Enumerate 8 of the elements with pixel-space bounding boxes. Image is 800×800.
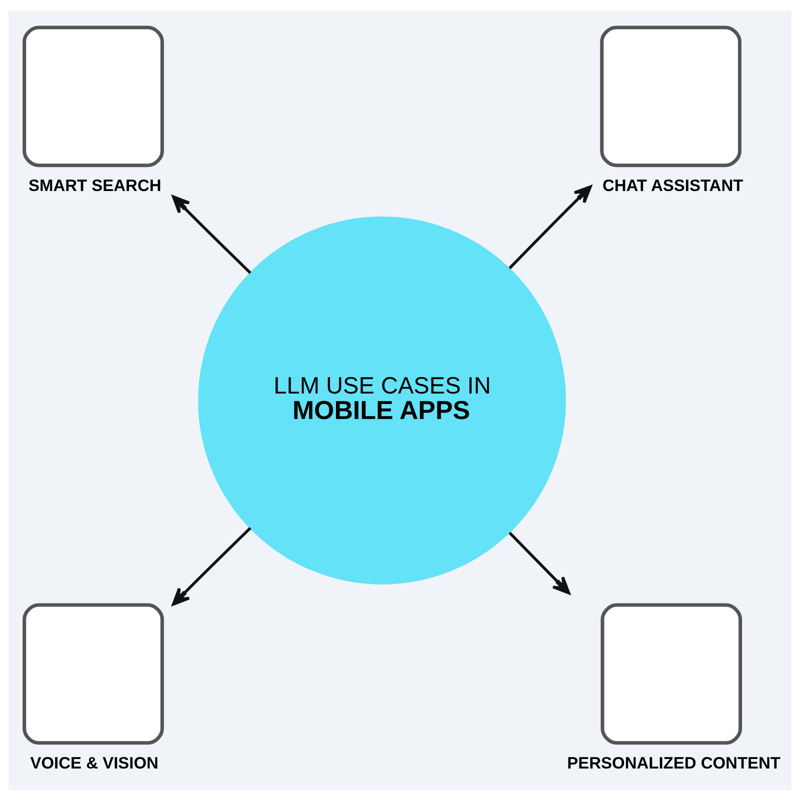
arrow (172, 526, 252, 606)
arrow (508, 531, 570, 594)
node-label: CHAT ASSISTANT (602, 176, 744, 194)
node-label: SMART SEARCH (28, 176, 162, 194)
arrow (172, 194, 252, 274)
arrow (508, 184, 592, 269)
node-label: PERSONALIZED CONTENT (567, 754, 781, 772)
node-label: VOICE & VISION (30, 754, 158, 772)
